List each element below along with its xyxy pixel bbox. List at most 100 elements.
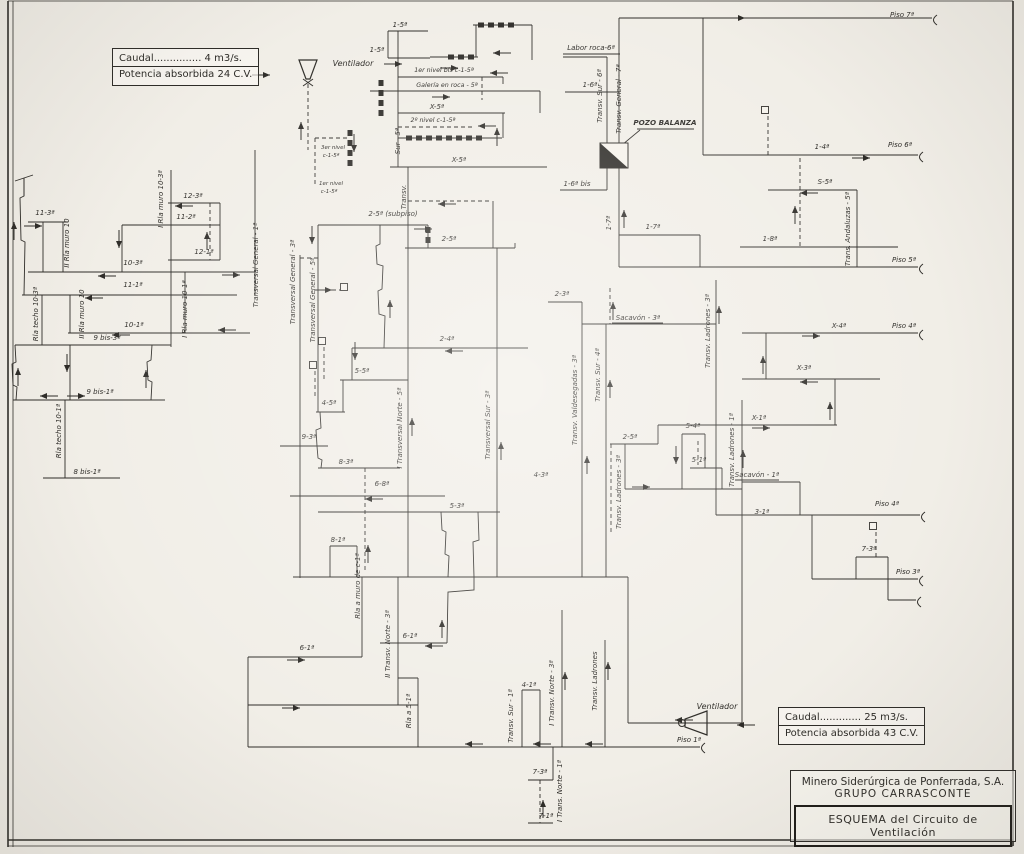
regulator-door-icon (761, 106, 769, 114)
airflow-arrowhead-icon (621, 210, 627, 217)
airflow-arrowhead-icon (607, 380, 613, 387)
gallery-label: 2-4ª (440, 335, 455, 343)
fan-ventilador-icon (684, 710, 708, 736)
airflow-arrowhead-icon (263, 72, 270, 78)
gallery-label: 6-1ª (300, 644, 315, 652)
gallery-label: I Rla muro 10-1ª (181, 280, 189, 338)
gallery-label: 1-5ª (370, 46, 385, 54)
airflow-arrowhead-icon (143, 370, 149, 377)
gallery-label: I Trans. Norte - 1ª (556, 759, 564, 822)
airflow-arrowhead-icon (233, 272, 240, 278)
airflow-arrowhead-icon (298, 657, 305, 663)
airflow-arrowhead-icon (438, 201, 445, 207)
gallery-label: 1-4ª (815, 143, 830, 151)
gallery-label: c-1-5ª (321, 188, 338, 195)
airflow-arrowhead-icon (716, 306, 722, 313)
gallery-label: 4-1ª (522, 681, 537, 689)
fan-ventilador-icon (302, 78, 314, 87)
gallery-label: 3er nivel (321, 145, 346, 151)
airflow-arrowhead-icon (365, 496, 372, 502)
airflow-arrowhead-icon (643, 484, 650, 490)
gallery-label: Galería en roca - 5ª (416, 81, 477, 89)
gallery-zigzag-line (375, 225, 386, 349)
gallery-label: Piso 4ª (892, 322, 917, 330)
gallery-label: 11-3ª (35, 209, 55, 217)
fan-top-caudal: Caudal............... 4 m3/s. (119, 53, 242, 64)
airflow-arrowhead-icon (533, 741, 540, 747)
gallery-label: Piso 1ª (677, 736, 702, 744)
piso-exit-hook-icon (921, 511, 926, 523)
airflow-arrowhead-icon (800, 379, 807, 385)
gallery-zigzag-line (446, 511, 480, 644)
gallery-label: 6-1ª (403, 632, 418, 640)
airflow-arrowhead-icon (35, 223, 42, 229)
gallery-label: Sacavón - 3ª (616, 314, 661, 322)
airflow-arrowhead-icon (425, 226, 432, 232)
pozo-balanza-icon (600, 143, 628, 168)
airflow-arrowhead-icon (409, 418, 415, 425)
gallery-label: I Transv. Norte - 3ª (548, 660, 556, 726)
gallery-label: 8-3ª (339, 458, 354, 466)
gallery-label: 2-3ª (555, 290, 570, 298)
gallery-label: I Transversal Norte - 5ª (396, 387, 404, 469)
airflow-arrowhead-icon (490, 70, 497, 76)
gallery-label: Rla techo 10-3ª (32, 286, 40, 341)
piso-exit-hook-icon (917, 596, 922, 608)
regulator-door-icon (318, 337, 326, 345)
airflow-arrowhead-icon (309, 237, 315, 244)
gallery-zigzag-line (19, 178, 26, 296)
gallery-label: Trans. Andaluzas - 5ª (844, 191, 852, 266)
gallery-label: Transv. Sur - 1ª (507, 689, 515, 743)
airflow-arrowhead-icon (493, 50, 500, 56)
gallery-label: Labor roca-6ª (567, 44, 615, 52)
airflow-arrowhead-icon (11, 222, 17, 229)
gallery-label: 1er nivel bis c-1-5ª (414, 67, 474, 74)
airflow-arrowhead-icon (800, 190, 807, 196)
airflow-arrowhead-icon (498, 442, 504, 449)
group-name: GRUPO CARRASCONTE (834, 788, 972, 800)
gallery-label: 2-5ª (442, 235, 457, 243)
gallery-label: 10-3ª (123, 259, 143, 267)
gallery-label: 7-3ª (533, 768, 548, 776)
gallery-zigzag-line (440, 511, 450, 578)
airflow-arrowhead-icon (740, 450, 746, 457)
gallery-label: 8-1ª (331, 536, 346, 544)
airflow-arrowhead-icon (465, 741, 472, 747)
gallery-label: II Rla muro 10 (78, 289, 86, 339)
gallery-label: Piso 4ª (875, 500, 900, 508)
airflow-arrowhead-icon (863, 155, 870, 161)
airflow-arrowhead-icon (439, 620, 445, 627)
company-name: Minero Siderúrgica de Ponferrada, S.A. (801, 776, 1005, 788)
gallery-label: S-5ª (818, 178, 833, 186)
gallery-label: Rla techo 10-1ª (55, 403, 63, 458)
gallery-label: Transv. Ladrones - 3ª (704, 293, 712, 368)
airflow-arrowhead-icon (85, 295, 92, 301)
airflow-arrowhead-icon (116, 241, 122, 248)
piso-exit-hook-icon (919, 263, 924, 275)
gallery-label: 1-5ª (393, 21, 408, 29)
gallery-label: Transv. General - 7ª (615, 64, 623, 134)
airflow-arrowhead-icon (64, 365, 70, 372)
gallery-label: Sur - 5ª (394, 127, 402, 154)
regulator-door-icon (869, 522, 877, 530)
airflow-arrowhead-icon (112, 332, 119, 338)
airflow-arrowhead-icon (737, 722, 744, 728)
fan-ventilador-icon (298, 59, 318, 80)
airflow-arrowhead-icon (760, 356, 766, 363)
gallery-label: 8 bis-1ª (74, 468, 102, 476)
airflow-arrowhead-icon (605, 662, 611, 669)
airflow-arrowhead-icon (494, 128, 500, 135)
airflow-arrowhead-icon (395, 61, 402, 67)
gallery-label: POZO BALANZA (633, 118, 696, 127)
airflow-arrowhead-icon (827, 402, 833, 409)
airflow-arrowhead-icon (445, 348, 452, 354)
gallery-label: Ventilador (333, 59, 374, 68)
gallery-zigzag-line (11, 344, 18, 401)
gallery-zigzag-line (315, 411, 323, 469)
airflow-arrowhead-icon (738, 15, 745, 21)
airflow-arrowhead-icon (673, 457, 679, 464)
gallery-label: Transv. Ladrones - 3ª (615, 454, 623, 529)
airflow-arrowhead-icon (813, 333, 820, 339)
airflow-arrowhead-icon (15, 368, 21, 375)
